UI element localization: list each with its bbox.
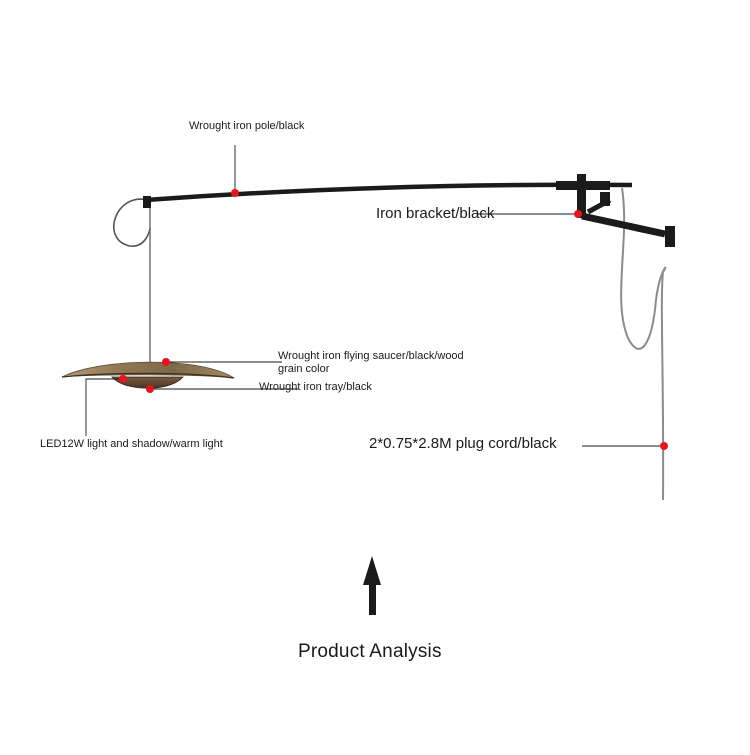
up-arrow-icon	[363, 556, 381, 615]
marker-pole	[231, 189, 239, 197]
flying-saucer-shade	[61, 361, 235, 379]
pole-end-cap	[143, 196, 151, 208]
caption: Product Analysis	[298, 641, 442, 662]
label-led: LED12W light and shadow/warm light	[40, 438, 223, 450]
label-tray: Wrought iron tray/black	[259, 381, 372, 393]
label-saucer: Wrought iron flying saucer/black/wood gr…	[278, 350, 464, 375]
marker-tray	[146, 385, 154, 393]
marker-bracket	[574, 210, 582, 218]
label-pole: Wrought iron pole/black	[189, 120, 305, 132]
label-cord: 2*0.75*2.8M plug cord/black	[369, 435, 557, 452]
leader-led	[85, 378, 123, 436]
marker-cord	[660, 442, 668, 450]
marker-saucer	[162, 358, 170, 366]
marker-led	[119, 375, 127, 383]
iron-bracket	[556, 174, 675, 247]
label-bracket: Iron bracket/black	[376, 205, 495, 222]
plug-cord	[620, 187, 667, 501]
pole-cord-loop	[113, 198, 151, 247]
